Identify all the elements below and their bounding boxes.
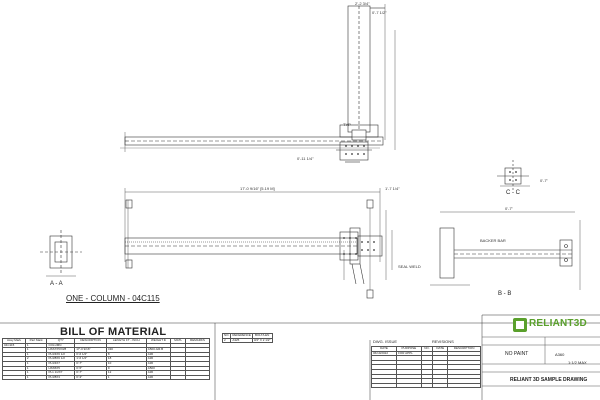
note-typ: TYP (343, 122, 351, 127)
section-bb (439, 227, 455, 279)
main-view-title: ONE - COLUMN - 04C115 (66, 294, 160, 303)
dim-top-width: 0'-7 1/2" (372, 10, 387, 15)
bom-cell: PL3/8X3 (46, 374, 76, 381)
no-paint-note: NO PAINT (505, 351, 529, 357)
reliant3d-logo (513, 318, 527, 332)
brand-name: RELIANT3D (529, 318, 587, 329)
job-number: A360 (555, 352, 565, 357)
section-cc-title: C - C (506, 190, 520, 196)
reference-table: NO. REFERENCE BOLT/LEN 2 A325 3/4" X 2 1… (221, 333, 273, 344)
bom-cell: A36 (145, 374, 172, 381)
bom-table: Assy Mark Part Mark QTY DESCRIPTION LENG… (2, 338, 211, 381)
dim-cc: 0'-7" (540, 178, 548, 183)
dwg-issue-label: DWG. ISSUE (373, 339, 398, 344)
note-seal-weld: SEAL WELD (398, 264, 421, 269)
dim-bb-width: 0'-7" (505, 206, 513, 211)
bom-header-row: Assy Mark Part Mark QTY DESCRIPTION LENG… (2, 338, 211, 344)
note-backer-bar: BACKER BAR (480, 238, 506, 243)
ref-cell: 2 (221, 337, 232, 344)
dim-right: 1'-7 1/4" (385, 186, 400, 191)
dim-base: 0'-11 1/4" (297, 156, 314, 161)
section-aa-title: A - A (50, 281, 63, 287)
revision-table: DATE PURPOSE NO. DATE DESCRIPTION 06/19/… (370, 346, 481, 389)
dim-top-post: 2'-2 3/4" (355, 1, 370, 6)
bom-cell: 1 (105, 374, 147, 381)
dim-overall: 17'-0 9/16" [5.19 M] (240, 186, 275, 191)
section-bb-title: B - B (498, 291, 512, 297)
ref-cell: 3/4" X 2 1/2" (251, 337, 273, 344)
sheet-number: 1:1/2 MAX (568, 360, 587, 365)
drawing-title: RELIANT 3D SAMPLE DRAWING (510, 377, 588, 383)
bom-title: BILL OF MATERIAL (60, 326, 167, 338)
revisions-label: REVISIONS (432, 339, 454, 344)
table-row: 2 A325 3/4" X 2 1/2" (221, 337, 273, 344)
